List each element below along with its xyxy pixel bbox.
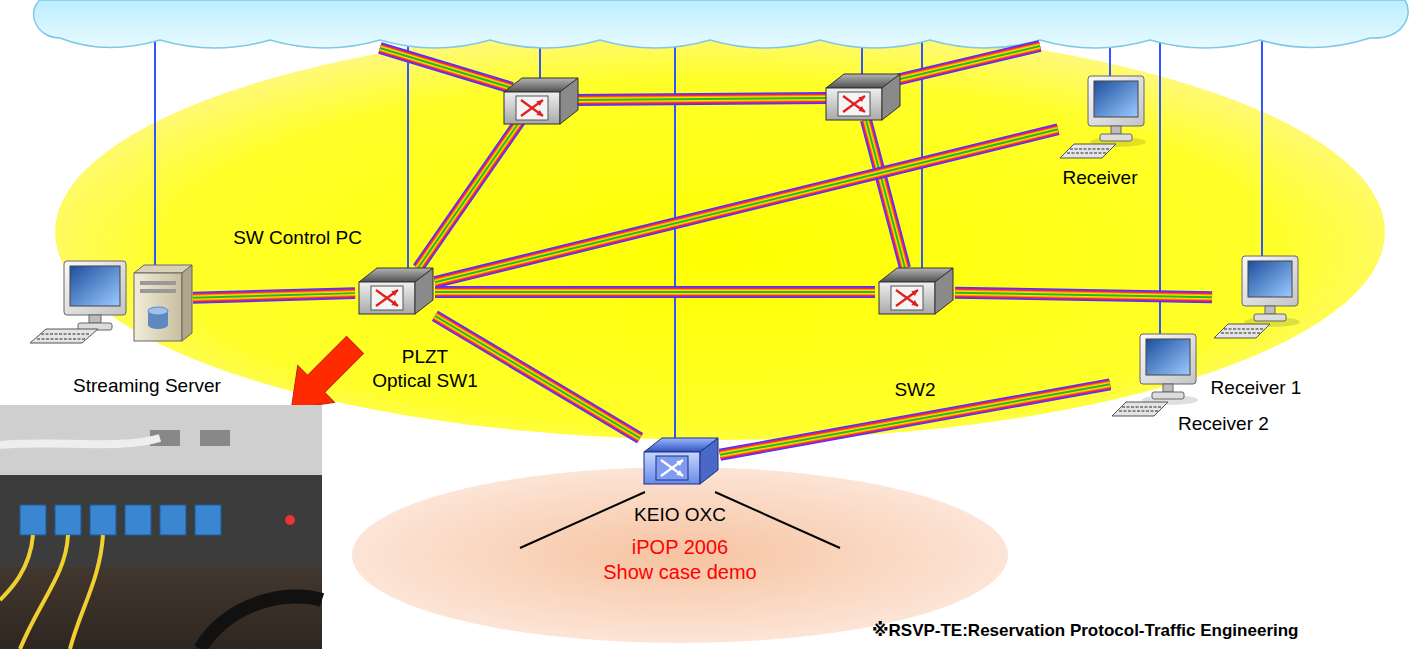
switch-photo: [20, 505, 46, 535]
streaming-server-shape: [28, 255, 193, 345]
switch-photo: [195, 505, 221, 535]
network-wire: [520, 492, 645, 548]
streaming-server: Streaming Server: [28, 255, 193, 345]
device-label: SW Control PC: [233, 226, 362, 250]
fiber-band: [193, 293, 355, 298]
device-label: Receiver 1: [1211, 376, 1302, 400]
network-region: [55, 24, 1385, 440]
fiber-band: [435, 129, 1058, 282]
fiber-band: [193, 293, 355, 298]
fiber-band: [955, 293, 1212, 297]
oxc-switch-icon: [644, 438, 718, 484]
fiber-band: [955, 293, 1212, 297]
demo-region: iPOP 2006 Show case demo: [350, 465, 1010, 645]
fiber-band: [193, 293, 355, 298]
fiber-band: [435, 288, 875, 296]
oxc-switch: KEIO OXC: [640, 432, 720, 492]
fiber-band: [193, 293, 355, 298]
switch-photo: [200, 430, 230, 446]
fiber-band: [435, 286, 875, 298]
switch-photo: [285, 515, 295, 525]
optical-switch-icon: [826, 74, 900, 120]
optical-switch: SW2: [875, 262, 955, 322]
network-wire: [154, 30, 156, 266]
network-wire: [921, 30, 923, 268]
device-label: KEIO OXC: [634, 503, 726, 527]
network-wire: [674, 30, 676, 438]
receiver-pc-shape: [1212, 252, 1304, 344]
optical-fiber-link: [435, 292, 875, 293]
switch-photo: [125, 505, 151, 535]
streaming-server-icon: [30, 261, 192, 343]
optical-switch-icon: [504, 78, 578, 124]
switch-photo: [200, 597, 322, 649]
receiver-pc: Receiver 2: [1110, 330, 1202, 422]
optical-fiber-link: [435, 129, 1058, 282]
optical-switch: SW Control PCPLZT Optical SW1: [355, 262, 435, 322]
switch-photo: [55, 505, 81, 535]
switch-photo: [90, 505, 116, 535]
switch-photo: [0, 405, 322, 649]
fiber-band: [435, 129, 1058, 282]
fiber-band: [435, 291, 875, 293]
device-label: Receiver 2: [1178, 412, 1269, 436]
switch-photo: [160, 505, 186, 535]
switch-photo: [0, 438, 160, 445]
receiver-pc-icon: [1060, 76, 1146, 158]
device-label: PLZT Optical SW1: [372, 345, 478, 393]
receiver-pc-shape: [1110, 330, 1202, 422]
fiber-band: [435, 129, 1058, 282]
footnote: ※RSVP-TE:Reservation Protocol-Traffic En…: [872, 620, 1299, 641]
receiver-pc: Receiver: [1058, 72, 1150, 164]
device-label: Receiver: [1063, 166, 1138, 190]
ip-network-cloud: [34, 0, 1409, 48]
network-wire: [715, 492, 840, 548]
device-label: SW2: [894, 378, 935, 402]
receiver-pc-icon: [1112, 334, 1198, 416]
network-wire: [407, 30, 409, 268]
optical-switch-icon: [359, 268, 433, 314]
fiber-band: [435, 287, 875, 297]
oxc-switch-shape: [640, 432, 720, 492]
fiber-band: [435, 289, 875, 295]
optical-switch-icon: [879, 268, 953, 314]
region-ellipse: [352, 467, 1008, 643]
fiber-band: [193, 293, 355, 298]
fiber-band: [955, 293, 1212, 297]
optical-fiber-link: [193, 293, 355, 298]
fiber-band: [435, 290, 875, 294]
fiber-band: [955, 293, 1212, 297]
optical-switch-shape: [875, 262, 955, 322]
receiver-pc-icon: [1214, 256, 1300, 338]
fiber-band: [435, 129, 1058, 282]
receiver-pc-shape: [1058, 72, 1150, 164]
switch-photo: [0, 405, 322, 649]
fiber-band: [955, 293, 1212, 297]
fiber-band: [955, 293, 1212, 297]
receiver-pc: Receiver 1: [1212, 252, 1304, 344]
fiber-band: [435, 129, 1058, 282]
fiber-band: [193, 293, 355, 298]
optical-switch-shape: [355, 262, 435, 322]
switch-photo: [0, 475, 322, 567]
device-label: Streaming Server: [73, 374, 221, 398]
network-wire: [155, 30, 1262, 438]
optical-fiber-link: [955, 293, 1212, 297]
network-wire: [1261, 30, 1263, 256]
switch-photo: [0, 535, 103, 649]
demo-label: iPOP 2006 Show case demo: [603, 535, 756, 585]
network-wire: [1159, 30, 1161, 334]
switch-photo: [0, 405, 322, 475]
fiber-band: [435, 129, 1058, 282]
